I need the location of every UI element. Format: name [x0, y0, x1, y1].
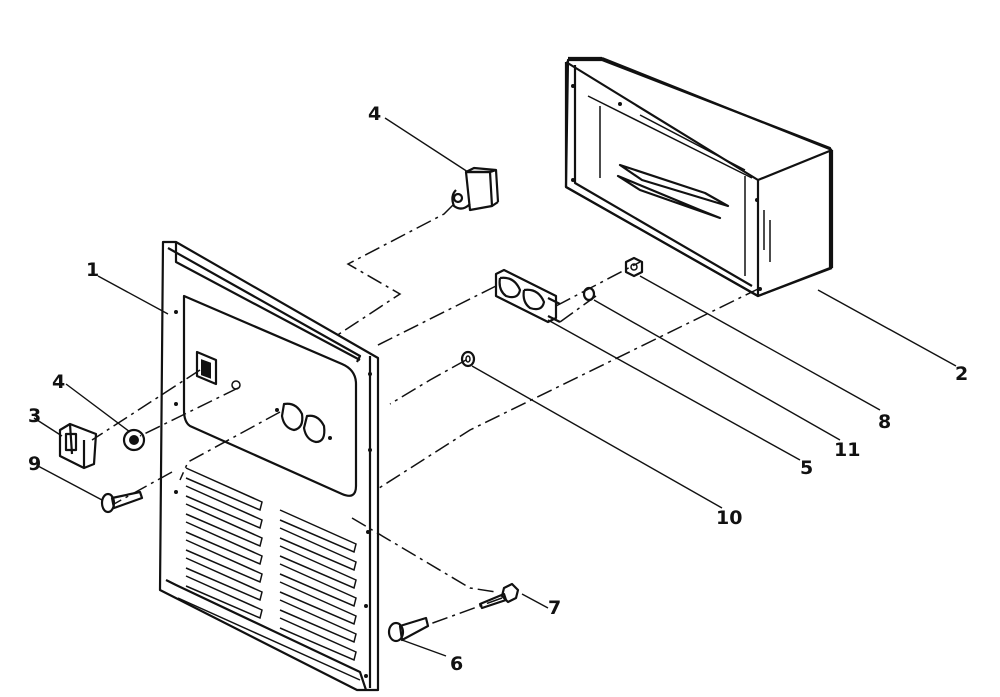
part-4-circuit-breaker	[451, 166, 500, 212]
callout-5: 5	[800, 457, 813, 479]
part-9-screw	[100, 490, 144, 514]
part-6-screw	[387, 616, 430, 643]
part-1-front-panel	[158, 240, 380, 692]
louvers-left	[185, 467, 263, 620]
callout-2: 2	[955, 363, 968, 385]
part-2-enclosure-box	[564, 56, 834, 298]
part-10-washer	[460, 350, 476, 368]
callout-10: 10	[716, 507, 742, 529]
part-3-switch	[58, 422, 98, 470]
callout-1: 1	[86, 259, 99, 281]
callout-11: 11	[834, 439, 860, 461]
callout-6: 6	[450, 653, 463, 675]
callout-7: 7	[548, 597, 561, 619]
callout-4-left: 4	[52, 371, 65, 393]
callout-4-top: 4	[368, 103, 381, 125]
assembly-lines	[91, 203, 761, 625]
callout-9: 9	[28, 453, 41, 475]
callout-8: 8	[878, 411, 891, 433]
louvers-right	[279, 509, 357, 662]
callout-labels: 1 2 3 4 4 5 6 7 8 9 10 11	[28, 103, 968, 675]
part-5-receptacle	[494, 268, 561, 324]
part-7-screw	[478, 582, 520, 610]
part-8-hex-nut	[624, 256, 644, 278]
leader-lines	[33, 117, 957, 657]
part-4-nut-left	[122, 428, 146, 452]
callout-3: 3	[28, 405, 41, 427]
